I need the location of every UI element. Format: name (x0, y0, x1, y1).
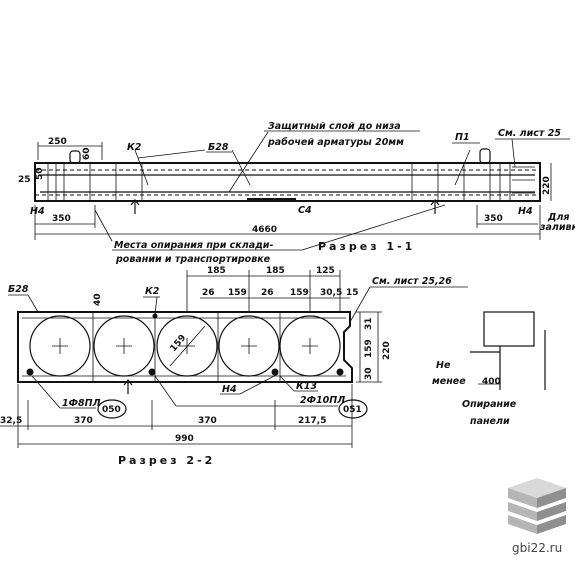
dim-350-right: 350 (484, 214, 503, 224)
rebar-right (271, 368, 279, 376)
label-pl-left: 1Ф8ПЛ (62, 398, 101, 409)
elevation-side-dims: 25 50 220 Н4 Н4 С4 Для заливки (18, 163, 575, 233)
watermark-site: gbi22.ru (512, 541, 562, 555)
label-b28-sec: Б28 (8, 284, 29, 295)
dim-4660: 4660 (252, 225, 277, 235)
dim-159-b: 159 (290, 288, 309, 298)
dim-40: 40 (93, 293, 103, 306)
section-bottom-dims: 32,5 370 370 217,5 990 (0, 384, 353, 448)
label-k13: К13 (296, 381, 317, 392)
elevation-bottom-dims: 350 350 4660 (34, 204, 541, 251)
elevation-top-dims: 250 60 К2 Б28 Защитный слой до низа рабо… (37, 121, 570, 168)
section-title-1-1: Разрез 1-1 (318, 240, 415, 253)
protect-layer-line1: Защитный слой до низа (268, 121, 401, 132)
for-fill-2: заливки (539, 222, 575, 233)
support-arrows (130, 199, 440, 214)
rebar-edge (336, 368, 344, 376)
dim-220-elev: 220 (542, 176, 552, 195)
dim-185-a: 185 (207, 266, 226, 276)
section-right-dims: 31 159 30 220 (356, 311, 392, 383)
dim-350-left: 350 (52, 214, 71, 224)
dim-32-5: 32,5 (0, 416, 22, 426)
rebar-left (26, 368, 34, 376)
dim-30: 30 (364, 367, 374, 380)
label-n4-right: Н4 (518, 206, 533, 217)
dim-50: 50 (35, 167, 45, 180)
label-k2-sec: К2 (145, 286, 160, 297)
section-title-2-2: Разрез 2-2 (118, 454, 215, 467)
support-panel-end (483, 311, 535, 347)
label-b28-elev: Б28 (208, 142, 229, 153)
support-title-1: Опирание (462, 399, 517, 410)
label-p1: П1 (455, 132, 470, 143)
dim-31: 31 (364, 317, 374, 330)
panel-outline (34, 162, 541, 202)
dim-26-b: 26 (261, 288, 274, 298)
support-note-1: Места опирания при склади- (114, 240, 273, 251)
label-k2-elev: К2 (127, 142, 142, 153)
lifting-loop-left (69, 150, 81, 164)
hollow-core-4 (218, 315, 280, 377)
dim-159-a: 159 (228, 288, 247, 298)
dim-26-a: 26 (202, 288, 215, 298)
panel-elevation (34, 131, 541, 202)
lifting-loop-right (479, 148, 491, 164)
support-detail: Не менее 400 Опирание панели (432, 311, 546, 427)
gbi22-logo (508, 478, 566, 534)
label-c4: С4 (298, 205, 312, 216)
not-less-1: Не (436, 360, 451, 371)
mark-circle-050 (97, 399, 127, 419)
dim-250: 250 (48, 137, 67, 147)
panel-cross-section (17, 311, 353, 383)
hollow-cores (29, 315, 341, 377)
dim-220-sec: 220 (382, 341, 392, 360)
label-n4-sec: Н4 (222, 384, 237, 395)
dim-125: 125 (316, 266, 335, 276)
dim-400: 400 (482, 377, 501, 387)
hollow-core-2 (93, 315, 155, 377)
dim-990: 990 (175, 434, 194, 444)
section-bottom-labels: Н4 К13 1Ф8ПЛ 050 2Ф10ПЛ 051 (31, 373, 368, 419)
label-pl-right: 2Ф10ПЛ (300, 395, 345, 406)
section-top-labels: Б28 40 К2 185 185 125 26 159 26 159 30,5… (8, 266, 468, 354)
dim-159-v: 159 (364, 339, 374, 358)
see-sheet-25: См. лист 25 (498, 128, 561, 139)
for-fill-1: Для (547, 212, 570, 223)
dim-60: 60 (82, 147, 92, 160)
hollow-core-3 (156, 315, 218, 377)
dim-370-a: 370 (74, 416, 93, 426)
dim-25: 25 (18, 175, 31, 185)
dim-159-diam: 159 (169, 333, 189, 354)
dim-217-5: 217,5 (298, 416, 326, 426)
dim-185-b: 185 (266, 266, 285, 276)
hollow-core-1 (29, 315, 91, 377)
support-note-2: ровании и транспортировке (115, 254, 271, 265)
dim-30-5: 30,5 (320, 288, 342, 298)
dim-15: 15 (346, 288, 359, 298)
not-less-2: менее (432, 376, 466, 387)
mark-circle-051 (338, 399, 368, 419)
dim-370-b: 370 (198, 416, 217, 426)
support-title-2: панели (470, 416, 510, 427)
see-sheet-25-26: См. лист 25,26 (372, 276, 452, 287)
rebar-mid (148, 368, 156, 376)
label-n4-left: Н4 (30, 206, 45, 217)
section-outline (17, 311, 353, 383)
mark-050: 050 (102, 405, 121, 415)
protect-layer-line2: рабочей арматуры 20мм (267, 137, 404, 148)
